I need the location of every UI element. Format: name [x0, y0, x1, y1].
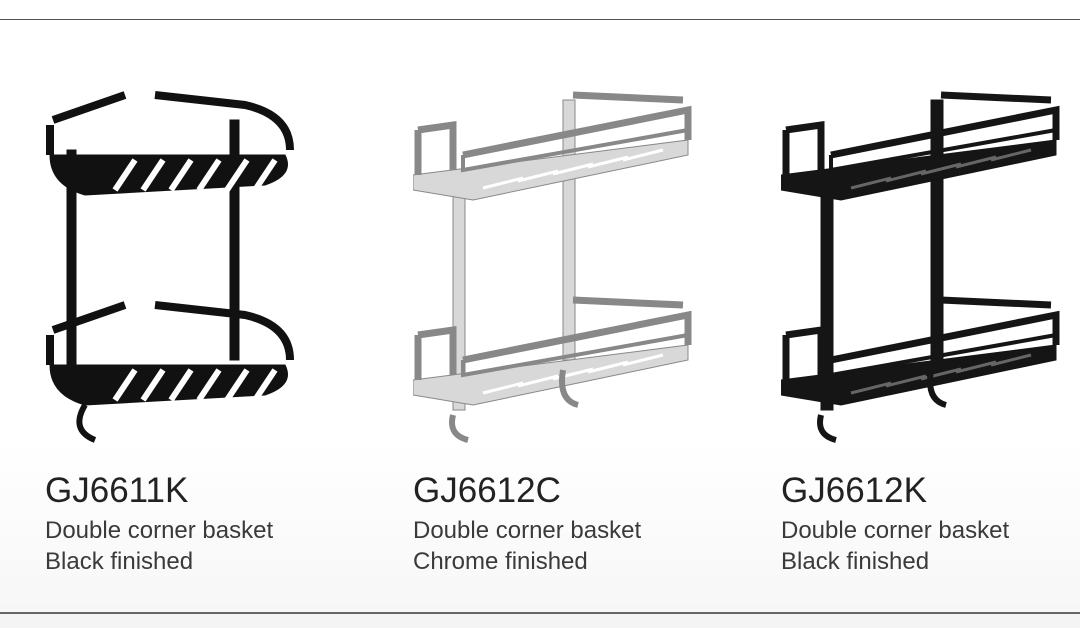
product-finish: Black finished: [45, 548, 194, 575]
product-card: GJ6611K Double corner basket Black finis…: [45, 80, 345, 580]
corner-basket-image: [46, 91, 294, 443]
rectangular-basket-image: [413, 91, 692, 443]
bottom-divider: [0, 612, 1080, 614]
product-description: Double corner basket: [45, 517, 274, 544]
product-code: GJ6612C: [413, 471, 561, 510]
product-description: Double corner basket: [781, 517, 1010, 544]
product-description: Double corner basket: [413, 517, 642, 544]
background-fade: [0, 440, 1080, 612]
product-card: GJ6612C Double corner basket Chrome fini…: [413, 80, 713, 580]
rectangular-basket-image: [781, 91, 1060, 443]
product-code: GJ6612K: [781, 471, 927, 510]
product-finish: Chrome finished: [413, 548, 588, 575]
top-divider: [0, 19, 1080, 20]
product-card: GJ6612K Double corner basket Black finis…: [781, 80, 1080, 580]
product-code: GJ6611K: [45, 471, 189, 510]
product-finish: Black finished: [781, 548, 930, 575]
bottom-strip: [0, 614, 1080, 628]
